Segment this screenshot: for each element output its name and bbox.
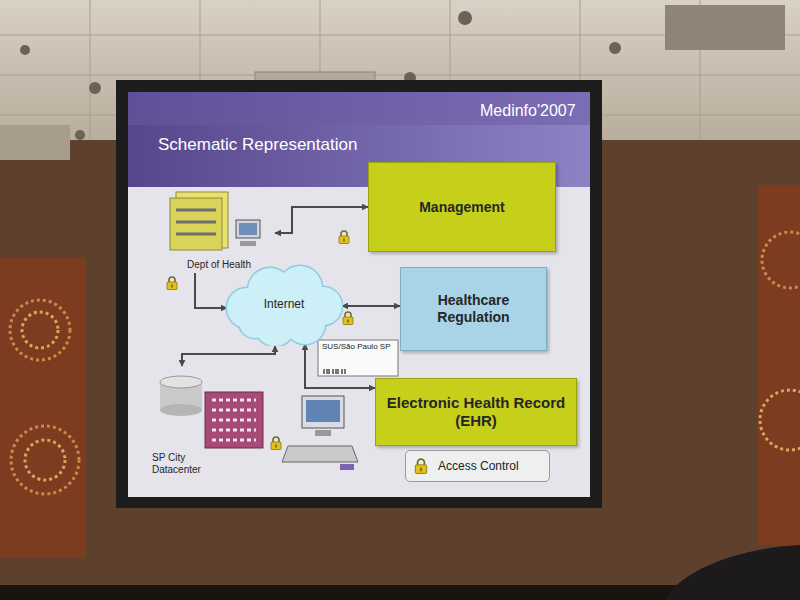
datacenter-icon: [160, 376, 263, 448]
connector-arrow: [275, 207, 368, 233]
connector-arrow: [342, 305, 400, 307]
projection-screen-part: [128, 92, 590, 497]
workstation-icon-part: [282, 446, 358, 462]
network-cloud: Internet: [225, 262, 343, 346]
health-building-icon-part: [240, 241, 256, 246]
wall-art-part: [22, 312, 58, 348]
agency-icon-node: Dept of Health: [163, 183, 275, 273]
cloud-fill: [257, 279, 313, 335]
ceiling-part: [458, 11, 472, 25]
lock-icons: [167, 231, 353, 450]
legend-label: Access Control: [438, 459, 519, 473]
wall-art-part: [762, 232, 800, 288]
lock-icon: [339, 231, 349, 244]
health-card-picture-part: [324, 369, 345, 374]
wall-art-part: [25, 440, 65, 480]
ceiling-part: [609, 42, 621, 54]
health-card-picture: [318, 340, 398, 376]
datacenter-node: SP City Datacenter: [150, 366, 272, 478]
connector-arrow: [195, 273, 227, 308]
health-building-icon-part: [239, 223, 257, 235]
box-label: Healthcare Regulation: [409, 292, 538, 326]
process-box: Electronic Health Record (EHR): [375, 378, 577, 446]
ceiling-part: [0, 125, 70, 160]
projection-screen-part: [116, 80, 602, 508]
ceiling-part: [665, 5, 785, 50]
workstation-icon: [282, 396, 358, 470]
workstation-icon-part: [302, 396, 344, 428]
projection-screen: [116, 80, 602, 508]
health-building-icon-part: [170, 198, 222, 250]
connector-arrow: [182, 346, 275, 366]
workstation-icon-part: [306, 400, 340, 422]
health-building-icon-part: [236, 220, 260, 238]
lock-icon: [271, 437, 281, 450]
ceiling-part: [89, 82, 101, 94]
lock-icon: [167, 277, 177, 290]
audience: [0, 545, 800, 600]
process-box: Management: [368, 162, 556, 252]
datacenter-icon-part: [205, 392, 263, 448]
card-text: SUS/São Paulo SP: [322, 343, 390, 352]
box-label: Internet: [264, 297, 305, 311]
health-building-icon: [170, 192, 260, 250]
wall-art-part: [760, 390, 800, 450]
icon-caption: SP City Datacenter: [152, 452, 222, 476]
conference-label: Medinfo'2007: [480, 102, 576, 120]
health-card-picture-part: [318, 340, 398, 376]
ceiling-part: [20, 45, 30, 55]
cloud-lobe: [257, 279, 313, 335]
box-label: Management: [419, 199, 505, 216]
health-building-icon-part: [176, 210, 216, 234]
ceiling-part: [75, 130, 85, 140]
lock-icon: [343, 312, 353, 325]
wall-art-part: [758, 185, 800, 545]
legend-item: Access Control: [405, 450, 550, 482]
icon-caption: Dept of Health: [187, 259, 251, 271]
process-box: Healthcare Regulation: [400, 267, 547, 351]
audience-part: [665, 545, 800, 600]
wall-art-part: [11, 426, 79, 494]
datacenter-icon-part: [160, 376, 202, 388]
box-label: Electronic Health Record (EHR): [384, 394, 568, 430]
lock-icon: [415, 459, 426, 473]
projection-screen-part: [128, 92, 590, 125]
datacenter-icon-part: [212, 400, 256, 440]
wall-art-part: [10, 300, 70, 360]
workstation-icon-part: [315, 430, 331, 436]
slide-title: Schematic Representation: [158, 136, 357, 155]
workstation-icon-part: [340, 464, 354, 470]
wall-art-part: [0, 258, 86, 558]
lock-swatch: [414, 458, 428, 474]
datacenter-icon-part: [160, 404, 202, 416]
